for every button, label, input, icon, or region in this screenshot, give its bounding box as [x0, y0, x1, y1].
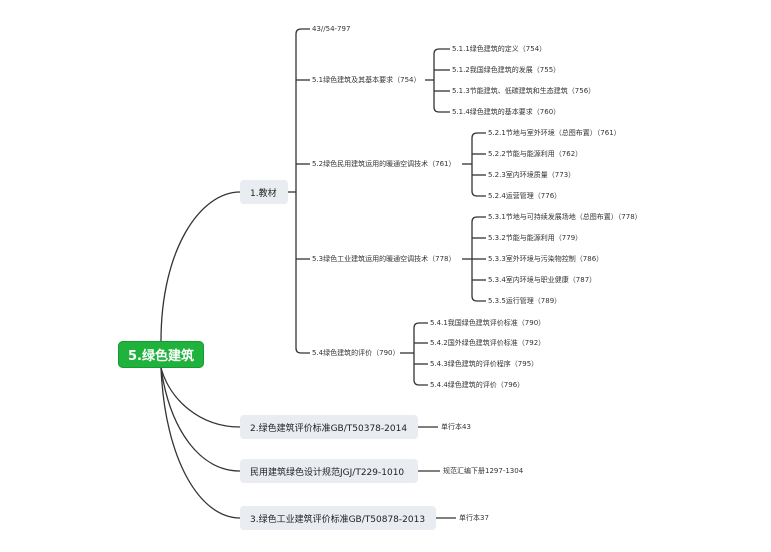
item-5-2-1[interactable]: 5.2.1节地与室外环境（总图布置）（761）: [488, 129, 621, 137]
item-5-4-3[interactable]: 5.4.3绿色建筑的评价程序（795）: [430, 360, 539, 368]
textbook-page-ref: 43//54-797: [312, 25, 351, 33]
note-standard-gb50378: 单行本43: [441, 423, 471, 431]
item-5-4-1[interactable]: 5.4.1我国绿色建筑评价标准（790）: [430, 319, 546, 327]
item-5-1-4[interactable]: 5.1.4绿色建筑的基本要求（760）: [452, 108, 561, 116]
item-5-1-2[interactable]: 5.1.2我国绿色建筑的发展（755）: [452, 66, 561, 74]
connector-std3: [160, 367, 241, 519]
connector-textbook: [160, 191, 241, 342]
item-5-1-1[interactable]: 5.1.1绿色建筑的定义（754）: [452, 45, 547, 53]
item-5-3-5[interactable]: 5.3.5运行管理（789）: [488, 297, 562, 305]
item-5-2-2[interactable]: 5.2.2节能与能源利用（762）: [488, 150, 583, 158]
node-standard-gb50378[interactable]: 2.绿色建筑评价标准GB/T50378-2014: [240, 415, 418, 439]
section-5-4[interactable]: 5.4绿色建筑的评价（790）: [312, 349, 400, 357]
item-5-4-2[interactable]: 5.4.2国外绿色建筑评价标准（792）: [430, 339, 546, 347]
node-standard-gb50878[interactable]: 3.绿色工业建筑评价标准GB/T50878-2013: [240, 506, 436, 530]
note-standard-gb50878: 单行本37: [459, 514, 489, 522]
item-5-4-4[interactable]: 5.4.4绿色建筑的评价（796）: [430, 381, 525, 389]
item-5-3-1[interactable]: 5.3.1节地与可持续发展场地（总图布置）（778）: [488, 213, 642, 221]
item-5-3-2[interactable]: 5.3.2节能与能源利用（779）: [488, 234, 583, 242]
item-5-1-3[interactable]: 5.1.3节能建筑、低碳建筑和生态建筑（756）: [452, 87, 596, 95]
connector-std2: [160, 367, 241, 472]
item-5-3-4[interactable]: 5.3.4室内环境与职业健康（787）: [488, 276, 597, 284]
section-5-2[interactable]: 5.2绿色民用建筑运用的暖通空调技术（761）: [312, 160, 456, 168]
node-standard-jgj229[interactable]: 民用建筑绿色设计规范JGJ/T229-1010: [240, 459, 418, 483]
item-5-3-3[interactable]: 5.3.3室外环境与污染物控制（786）: [488, 255, 604, 263]
root-node[interactable]: 5.绿色建筑: [118, 341, 204, 368]
item-5-2-4[interactable]: 5.2.4运营管理（776）: [488, 192, 562, 200]
connector-std1: [160, 367, 241, 428]
section-5-3[interactable]: 5.3绿色工业建筑运用的暖通空调技术（778）: [312, 255, 456, 263]
node-textbook[interactable]: 1.教材: [240, 180, 288, 204]
section-5-1[interactable]: 5.1绿色建筑及其基本要求（754）: [312, 76, 421, 84]
item-5-2-3[interactable]: 5.2.3室内环境质量（773）: [488, 171, 576, 179]
note-standard-jgj229: 规范汇编下册1297-1304: [443, 467, 524, 475]
